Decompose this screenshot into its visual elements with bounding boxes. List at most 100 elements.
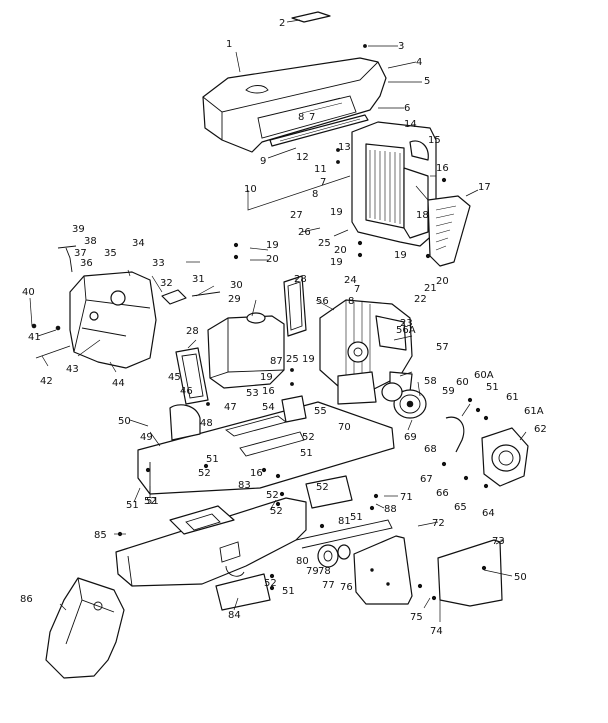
callout-c68: 68 [424, 444, 437, 455]
callout-c47: 47 [224, 402, 237, 413]
callout-c60: 60 [456, 377, 469, 388]
callout-c59: 59 [442, 386, 455, 397]
callout-c7b: 7 [320, 177, 326, 188]
callout-labels: 1 2 3 4 5 6 8 7 9 12 13 11 14 15 16 17 1… [20, 18, 547, 637]
callout-c29: 29 [228, 294, 241, 305]
callout-c7a: 7 [309, 112, 315, 123]
callout-c15: 15 [428, 135, 441, 146]
callout-c27: 27 [290, 210, 303, 221]
hood-badge [291, 11, 331, 23]
callout-c62: 62 [534, 424, 547, 435]
callout-c17: 17 [478, 182, 491, 193]
callout-c41: 41 [28, 332, 41, 343]
callout-c1: 1 [226, 39, 232, 50]
callout-c49: 49 [140, 432, 153, 443]
callout-c18: 18 [416, 210, 429, 221]
callout-c25b: 25 [286, 354, 299, 365]
callout-c28b: 28 [186, 326, 199, 337]
callout-c57: 57 [436, 342, 449, 353]
callout-c58: 58 [424, 376, 437, 387]
callout-c19c: 19 [266, 240, 279, 251]
callout-c83: 83 [238, 480, 251, 491]
callout-c40: 40 [22, 287, 35, 298]
callout-c61a: 61A [524, 406, 544, 417]
side-plate-73 [437, 539, 503, 607]
callout-c51c: 51 [300, 448, 313, 459]
callout-c13: 13 [338, 142, 351, 153]
axle-pulley [317, 544, 351, 568]
callout-c80: 80 [296, 556, 309, 567]
callout-c20a: 20 [334, 245, 347, 256]
callout-c11: 11 [314, 164, 327, 175]
callout-c35: 35 [104, 248, 117, 259]
idler-arm [445, 416, 465, 453]
callout-c50a: 50 [118, 416, 131, 427]
callout-c9: 9 [260, 156, 266, 167]
callout-c52c: 52 [316, 482, 329, 493]
clutch-pulley [381, 382, 403, 402]
callout-c45: 45 [168, 372, 181, 383]
callout-c73: 73 [492, 536, 505, 547]
callout-c22: 22 [414, 294, 427, 305]
callout-c24: 24 [344, 275, 357, 286]
callout-c16c: 16 [250, 468, 263, 479]
callout-c69: 69 [404, 432, 417, 443]
callout-c51b: 51 [206, 454, 219, 465]
callout-c54: 54 [262, 402, 275, 413]
callout-c66: 66 [436, 488, 449, 499]
callout-c87: 87 [270, 356, 283, 367]
callout-c19e: 19 [302, 354, 315, 365]
callout-c52b: 52 [198, 468, 211, 479]
callout-c52a: 52 [302, 432, 315, 443]
throttle-bracket [161, 289, 187, 305]
callout-c72: 72 [432, 518, 445, 529]
callout-c20c: 20 [436, 276, 449, 287]
steering-rod [65, 247, 73, 273]
callout-c7c: 7 [354, 284, 360, 295]
callout-c56: 56 [316, 296, 329, 307]
callout-c3: 3 [398, 41, 404, 52]
grille [351, 121, 437, 247]
callout-c16b: 16 [262, 386, 275, 397]
callout-c14: 14 [404, 119, 417, 130]
callout-c38: 38 [84, 236, 97, 247]
callout-c50b: 50 [514, 572, 527, 583]
callout-c75: 75 [410, 612, 423, 623]
grille-side-panel [427, 195, 471, 267]
callout-c26: 26 [298, 227, 311, 238]
callout-c44: 44 [112, 378, 125, 389]
callout-c67: 67 [420, 474, 433, 485]
callout-c19f: 19 [260, 372, 273, 383]
fuel-tank [207, 312, 285, 389]
tank-strap-right [283, 275, 307, 337]
dash-panel [69, 271, 157, 369]
callout-c34: 34 [132, 238, 145, 249]
lower-frame-84 [215, 573, 271, 611]
hood-screw [363, 44, 367, 48]
callout-c86: 86 [20, 594, 33, 605]
callout-c79: 79 [306, 566, 319, 577]
callout-c65: 65 [454, 502, 467, 513]
callout-c43: 43 [66, 364, 79, 375]
callout-c46: 46 [180, 386, 193, 397]
callout-c55: 55 [314, 406, 327, 417]
callout-c39: 39 [72, 224, 85, 235]
callout-c6: 6 [404, 103, 410, 114]
callout-c52d: 52 [266, 490, 279, 501]
callout-c12: 12 [296, 152, 309, 163]
callout-c52g: 52 [264, 578, 277, 589]
callout-c5: 5 [424, 76, 430, 87]
throttle-cable [191, 291, 221, 297]
drive-pulley [393, 389, 427, 419]
callout-c74: 74 [430, 626, 443, 637]
callout-c88: 88 [384, 504, 397, 515]
main-frame [115, 497, 393, 587]
callout-c52e: 52 [144, 496, 157, 507]
callout-c64: 64 [482, 508, 495, 519]
hardware-dots [117, 148, 489, 601]
callout-c77: 77 [322, 580, 335, 591]
callout-c33: 33 [152, 258, 165, 269]
callout-c20b: 20 [266, 254, 279, 265]
